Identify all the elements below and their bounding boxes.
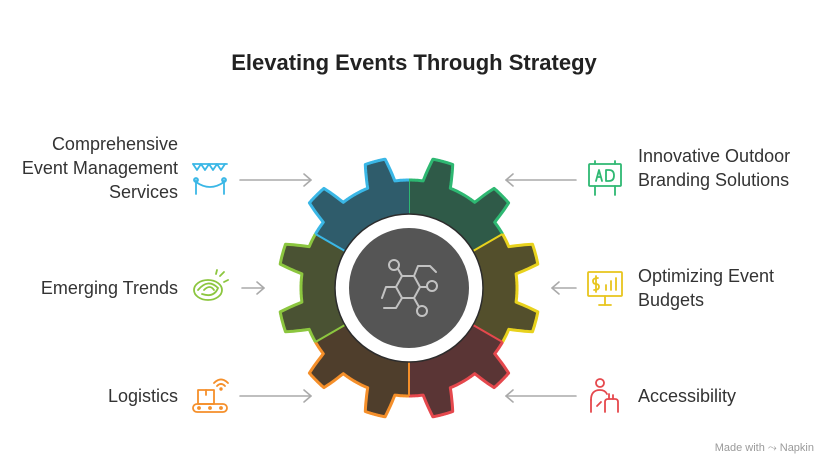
label-event-management: Comprehensive Event Management Services <box>21 134 178 202</box>
arrow-accessibility <box>505 389 577 403</box>
arrow-logistics <box>239 389 312 403</box>
arrow-outdoor-branding <box>505 173 577 187</box>
gear-divider <box>314 324 346 343</box>
gear-sector-logistics <box>309 325 409 417</box>
arrow-emerging-trends <box>241 281 265 295</box>
gear-edge-accessibility <box>408 341 511 419</box>
billboard-icon <box>588 160 622 196</box>
gear-divider <box>472 324 504 343</box>
gear-divider <box>472 233 504 252</box>
gear-edge-outdoor-branding <box>408 157 511 235</box>
arrow-event-management <box>239 173 312 187</box>
gear-edge-event-budgets <box>501 233 540 343</box>
arrow-event-budgets <box>551 281 577 295</box>
diagram-title: Elevating Events Through Strategy <box>231 50 597 75</box>
gear-sector-accessibility <box>409 325 509 417</box>
network-icon <box>381 259 438 317</box>
accessibility-hand-icon <box>590 378 619 413</box>
trend-swirl-icon <box>193 269 229 301</box>
gear-edge-logistics <box>307 341 410 419</box>
gear-edge-emerging-trends <box>278 233 317 343</box>
gear-sector-event-management <box>309 159 409 251</box>
label-event-budgets: Optimizing Event Budgets <box>638 266 775 310</box>
gear-divider <box>314 233 346 252</box>
label-logistics: Logistics <box>107 386 178 406</box>
label-outdoor-branding: Innovative Outdoor Branding Solutions <box>638 146 791 190</box>
gear-sector-outdoor-branding <box>409 159 509 251</box>
gear-sector-emerging-trends <box>280 234 345 342</box>
label-accessibility: Accessibility <box>638 386 737 406</box>
conveyor-icon <box>192 378 229 413</box>
gear-hub <box>345 224 473 352</box>
bunting-icon <box>192 163 228 195</box>
gear-sector-event-budgets <box>473 234 538 342</box>
label-emerging-trends: Emerging Trends <box>40 278 178 298</box>
budget-chart-icon <box>587 271 623 306</box>
made-with-napkin: Made with ⤳ Napkin <box>714 442 814 454</box>
gear-edge-event-management <box>307 157 410 235</box>
